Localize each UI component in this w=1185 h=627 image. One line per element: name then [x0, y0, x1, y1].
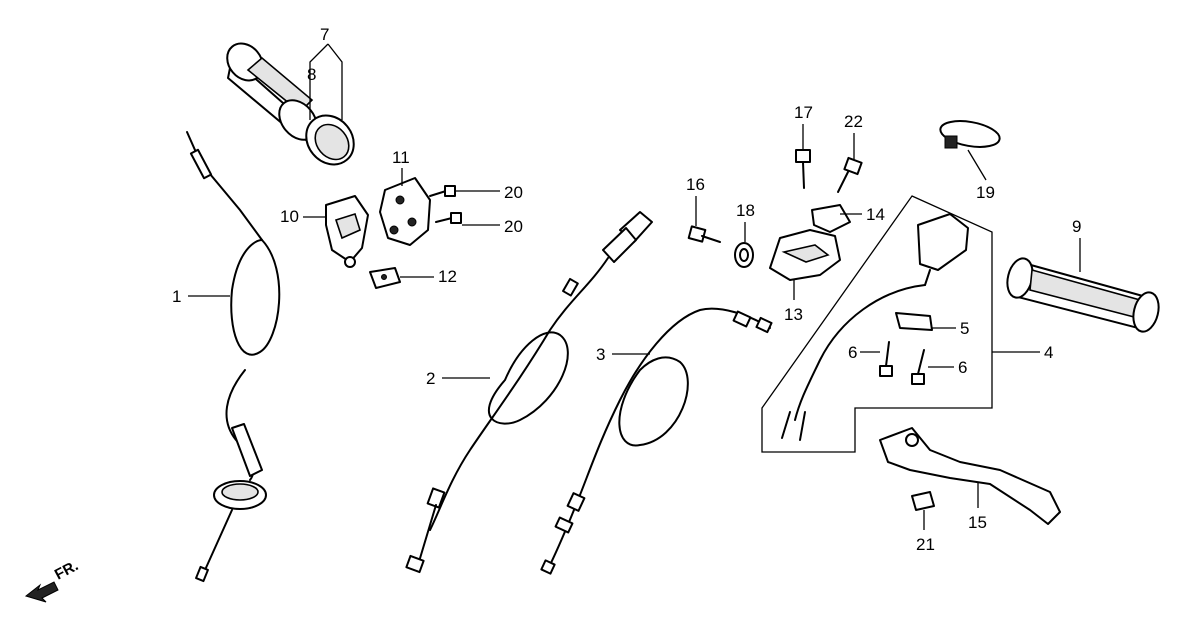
callout-20-upper: 20 [504, 183, 523, 202]
callout-22: 22 [844, 112, 863, 131]
clutch-cable [405, 211, 653, 574]
callout-5: 5 [960, 319, 969, 338]
callout-9: 9 [1072, 217, 1081, 236]
switch-clip [895, 312, 933, 331]
callout-6-right: 6 [958, 358, 967, 377]
lever-holder-clamp [769, 229, 841, 281]
callout-labels: 7 8 11 20 20 10 12 1 2 3 16 18 17 22 14 … [172, 25, 1081, 554]
band-clamp [939, 120, 1001, 149]
lever-pivot-bolt [687, 225, 721, 243]
switch-screw-right [911, 349, 925, 385]
callout-4: 4 [1044, 343, 1053, 362]
callout-10: 10 [280, 207, 299, 226]
callout-1: 1 [172, 287, 181, 306]
throttle-housing-screw-upper [429, 185, 456, 197]
left-grip [1006, 257, 1160, 333]
callout-18: 18 [736, 201, 755, 220]
throttle-housing-upper [325, 195, 369, 268]
callout-8: 8 [307, 65, 316, 84]
switch-screw-left [879, 341, 893, 377]
callout-16: 16 [686, 175, 705, 194]
callout-15: 15 [968, 513, 987, 532]
callout-14: 14 [866, 205, 885, 224]
throttle-grip-assembly [226, 42, 355, 166]
callout-17: 17 [794, 103, 813, 122]
callout-3: 3 [596, 345, 605, 364]
lever-nut [734, 242, 754, 268]
callout-11: 11 [392, 148, 410, 167]
throttle-cable [186, 131, 281, 583]
throttle-housing-lower [379, 177, 431, 246]
callout-21: 21 [916, 535, 935, 554]
lever-holder-clamp-top [811, 204, 851, 233]
lever-bushing [911, 491, 935, 511]
front-direction-label: FR. [52, 557, 81, 583]
holder-bolt-right [837, 156, 863, 193]
holder-bolt-left [795, 149, 811, 189]
callout-7: 7 [320, 25, 329, 44]
front-direction-marker: FR. [24, 557, 81, 603]
callout-20-lower: 20 [504, 217, 523, 236]
throttle-housing-screw-lower [435, 212, 462, 224]
callout-19: 19 [976, 183, 995, 202]
hot-start-cable [540, 307, 773, 575]
kill-switch-assembly [761, 195, 993, 453]
callout-2: 2 [426, 369, 435, 388]
callout-13: 13 [784, 305, 803, 324]
callout-6-left: 6 [848, 343, 857, 362]
throttle-cable-plate [369, 267, 401, 289]
callout-12: 12 [438, 267, 457, 286]
clutch-lever [879, 427, 1061, 525]
